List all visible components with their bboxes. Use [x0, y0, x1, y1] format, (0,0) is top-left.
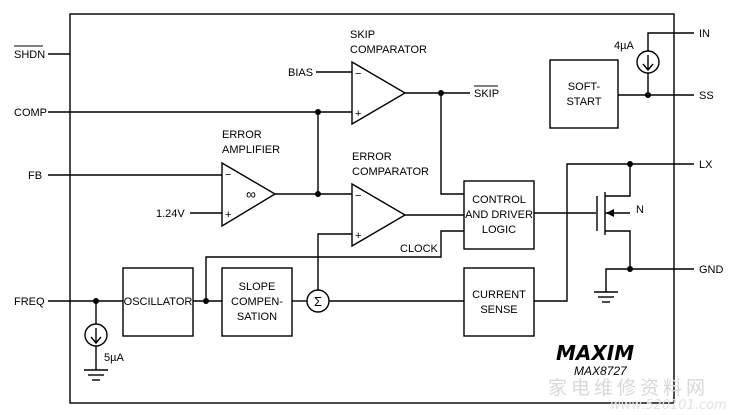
error-comp-title-2: COMPARATOR — [352, 166, 429, 178]
bias-label: BIAS — [288, 67, 313, 79]
current-sense-line-1: CURRENT — [472, 289, 526, 301]
wire-to-ground — [605, 268, 630, 292]
maxim-logo: MAXIM — [556, 341, 634, 365]
skip-comp-title-1: SKIP — [350, 29, 375, 41]
label-5ua: 5µA — [104, 352, 124, 364]
pin-fb-label: FB — [28, 170, 42, 182]
error-comp-plus: + — [355, 230, 361, 242]
soft-start-line-1: SOFT- — [568, 81, 601, 93]
error-amp-plus: + — [225, 209, 231, 221]
pin-lx-label: LX — [699, 159, 713, 171]
error-comparator — [351, 182, 407, 248]
soft-start — [549, 59, 619, 129]
skip-comp-plus: + — [355, 108, 361, 120]
pin-in-label: IN — [699, 28, 710, 40]
error-comp-minus: − — [355, 190, 361, 202]
label-4ua: 4µA — [614, 40, 634, 52]
part-number: MAX8727 — [574, 364, 628, 378]
pin-comp-label: COMP — [14, 107, 47, 119]
slope-comp-line-2: COMPEN- — [231, 296, 283, 308]
wire-skip-to-control — [440, 93, 464, 195]
wire-in — [647, 32, 694, 51]
wire-clock — [205, 230, 464, 301]
slope-comp-line-3: SATION — [237, 311, 277, 323]
arrow-5ua-head — [90, 336, 102, 345]
current-sense-line-2: SENSE — [480, 304, 517, 316]
control-logic-line-3: LOGIC — [482, 224, 516, 236]
skip-comparator — [351, 60, 407, 126]
clock-label: CLOCK — [400, 243, 439, 255]
current-sense — [463, 267, 535, 337]
skip-comp-title-2: COMPARATOR — [350, 44, 427, 56]
error-amp-title-2: AMPLIFIER — [222, 144, 280, 156]
nfet-arrow — [606, 209, 614, 217]
ref-voltage-label: 1.24V — [156, 208, 185, 220]
oscillator-label: OSCILLATOR — [124, 296, 193, 308]
error-amplifier — [221, 161, 277, 228]
pin-gnd-label: GND — [699, 264, 724, 276]
skip-signal-label: SKIP — [474, 88, 499, 100]
error-comp-title-1: ERROR — [352, 151, 392, 163]
nfet-source — [605, 230, 631, 269]
nfet-label: N — [636, 204, 644, 216]
slope-compensation — [221, 267, 293, 337]
error-amp-minus: − — [225, 169, 231, 181]
control-logic-line-1: CONTROL — [472, 194, 526, 206]
control-driver-logic — [463, 180, 535, 250]
wire-sum-to-ec — [317, 233, 352, 291]
error-amp-infinity: ∞ — [246, 186, 256, 202]
wire-sense-to-lx — [534, 163, 630, 302]
arrow-4ua-head — [642, 63, 654, 72]
skip-comp-minus: − — [355, 68, 361, 80]
pin-freq-label: FREQ — [14, 296, 45, 308]
pin-shdn-label: SHDN — [14, 49, 45, 61]
soft-start-line-2: START — [566, 96, 601, 108]
nfet-drain — [605, 164, 631, 197]
oscillator — [122, 267, 194, 337]
slope-comp-line-1: SLOPE — [239, 281, 276, 293]
error-amp-title-1: ERROR — [222, 129, 262, 141]
control-logic-line-2: AND DRIVER — [465, 209, 533, 221]
pin-ss-label: SS — [699, 90, 714, 102]
junction-osc — [203, 298, 209, 304]
chip-outline — [69, 13, 675, 404]
watermark-url: www.520101.com — [610, 398, 727, 413]
summer-sigma: Σ — [314, 294, 322, 309]
watermark-text: 家电维修资料网 — [548, 377, 709, 399]
